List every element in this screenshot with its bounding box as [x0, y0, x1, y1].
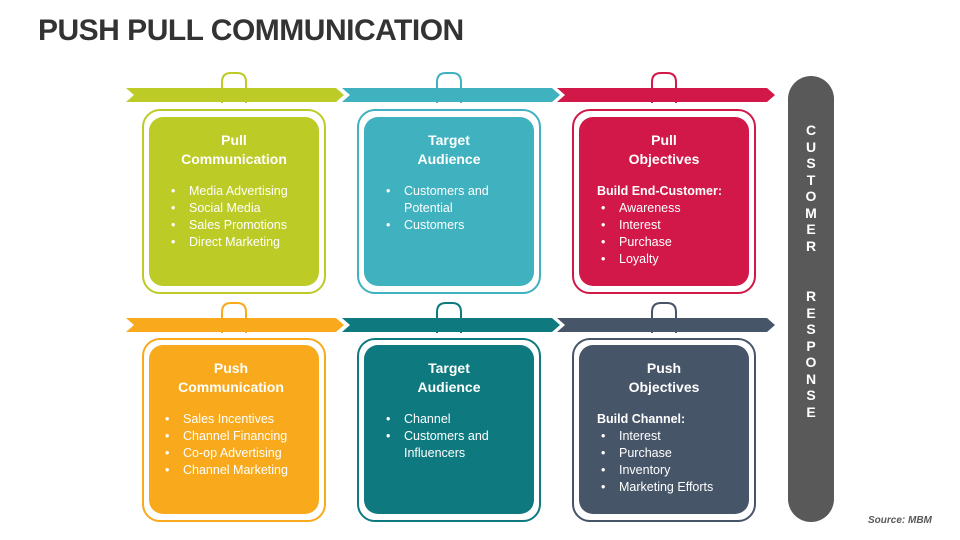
side-label-letter: U — [805, 138, 817, 155]
bullet-list: Interest Purchase Inventory Marketing Ef… — [597, 428, 731, 496]
list-item: Social Media — [167, 200, 301, 217]
arrow-segment-orange — [126, 318, 344, 332]
side-label-letter: S — [806, 321, 816, 337]
push-target-audience-card: Target Audience Channel Customers and In… — [364, 345, 534, 514]
list-item: Channel Financing — [161, 428, 301, 445]
arrow-segment-teal — [342, 88, 560, 102]
side-label-letter: T — [806, 171, 816, 188]
side-label-letter: R — [805, 288, 817, 304]
side-label-letter: P — [806, 337, 816, 354]
side-label-letter: S — [806, 387, 816, 403]
card-title-line: Objectives — [628, 151, 700, 167]
bullet-list: Sales Incentives Channel Financing Co-op… — [161, 411, 301, 479]
push-objectives-card: Push Objectives Build Channel: Interest … — [579, 345, 749, 514]
bullet-list: Awareness Interest Purchase Loyalty — [597, 200, 731, 268]
hanger-slate — [651, 302, 677, 333]
card-title-line: Target — [428, 132, 470, 148]
card-title-line: Target — [428, 360, 470, 376]
list-item: Loyalty — [597, 251, 731, 268]
list-item: Purchase — [597, 445, 731, 462]
side-label-letter: O — [805, 354, 817, 370]
card-title-line: Pull — [651, 132, 677, 148]
hanger-lime — [221, 72, 247, 103]
push-communication-card: Push Communication Sales Incentives Chan… — [149, 345, 319, 514]
side-label-letter: R — [805, 237, 817, 254]
list-item: Customers — [382, 217, 506, 234]
list-item: Marketing Efforts — [597, 479, 731, 496]
arrow-segment-crimson — [557, 88, 775, 102]
side-label-letter: O — [805, 188, 817, 204]
arrow-segment-slate — [557, 318, 775, 332]
hanger-teal — [436, 72, 462, 103]
card-title: Target Audience — [382, 359, 516, 397]
card-title-line: Communication — [178, 379, 284, 395]
card-title-line: Audience — [417, 379, 481, 395]
list-item: Channel — [382, 411, 506, 428]
card-title: Pull Communication — [167, 131, 301, 169]
source-note: Source: MBM — [868, 515, 932, 526]
side-label-letter: N — [805, 370, 817, 387]
card-title-line: Objectives — [628, 379, 700, 395]
list-item: Interest — [597, 217, 731, 234]
side-label-letter: C — [805, 122, 817, 138]
list-item: Direct Marketing — [167, 234, 301, 251]
list-item: Co-op Advertising — [161, 445, 301, 462]
list-item: Channel Marketing — [161, 462, 301, 479]
card-title-line: Audience — [417, 151, 481, 167]
pull-objectives-card: Pull Objectives Build End-Customer: Awar… — [579, 117, 749, 286]
side-label-letter: M — [805, 204, 817, 221]
card-title: Push Objectives — [597, 359, 731, 397]
list-item: Inventory — [597, 462, 731, 479]
card-title-line: Push — [213, 360, 249, 376]
bullet-list: Media Advertising Social Media Sales Pro… — [167, 183, 301, 251]
bullet-list: Customers and Potential Customers — [382, 183, 516, 234]
page-title: PUSH PULL COMMUNICATION — [38, 14, 464, 47]
list-item: Sales Promotions — [167, 217, 301, 234]
arrow-segment-darkteal — [342, 318, 560, 332]
side-label-letter: E — [806, 304, 816, 321]
bullet-list: Channel Customers and Influencers — [382, 411, 516, 462]
card-title: Target Audience — [382, 131, 516, 169]
side-label-letter: E — [806, 403, 816, 420]
card-title: Push Communication — [161, 359, 301, 397]
pull-communication-card: Pull Communication Media Advertising Soc… — [149, 117, 319, 286]
list-item: Interest — [597, 428, 731, 445]
list-item: Customers and Potential — [382, 183, 506, 217]
list-item: Sales Incentives — [161, 411, 301, 428]
card-title-line: Communication — [181, 151, 287, 167]
arrow-segment-lime — [126, 88, 344, 102]
card-title: Pull Objectives — [597, 131, 731, 169]
pull-target-audience-card: Target Audience Customers and Potential … — [364, 117, 534, 286]
hanger-orange — [221, 302, 247, 333]
hanger-crimson — [651, 72, 677, 103]
hanger-darkteal — [436, 302, 462, 333]
list-item: Purchase — [597, 234, 731, 251]
list-item: Media Advertising — [167, 183, 301, 200]
side-label-letter: S — [806, 155, 816, 171]
card-subtitle: Build Channel: — [597, 412, 686, 426]
card-title-line: Push — [646, 360, 682, 376]
list-item: Awareness — [597, 200, 731, 217]
list-item: Customers and Influencers — [382, 428, 506, 462]
card-title-line: Pull — [221, 132, 247, 148]
card-subtitle: Build End-Customer: — [597, 184, 722, 198]
side-label-letter: E — [806, 221, 816, 237]
